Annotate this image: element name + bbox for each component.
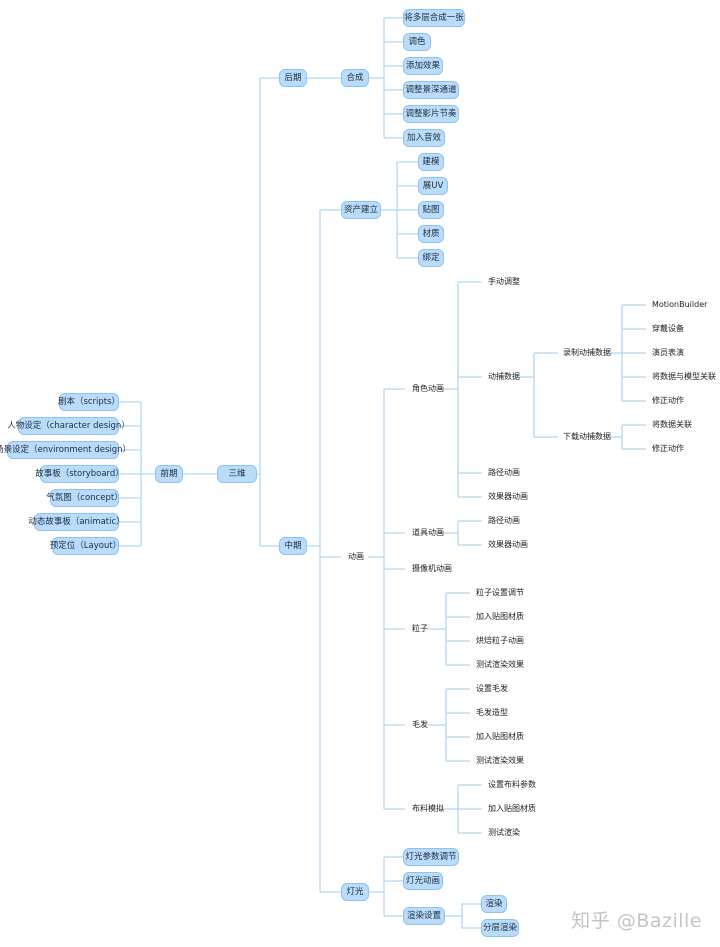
node-mocap-record-item: MotionBuilder — [652, 300, 708, 309]
node-render-item: 渲染 — [481, 895, 507, 913]
node-prop-anim: 道具动画 — [412, 528, 444, 537]
node-pre-item: 剧本（scripts） — [58, 393, 120, 411]
node-pre-item: 场景设定（environment design） — [0, 441, 131, 459]
node-mocap-record-item: 演员表演 — [652, 348, 684, 357]
node-cloth-item: 测试渲染 — [488, 828, 520, 837]
node-hair: 毛发 — [412, 720, 428, 729]
node-render-item: 分层渲染 — [481, 919, 519, 937]
node-mocap-record-item: 修正动作 — [652, 396, 684, 405]
node-assets-item: 贴图 — [418, 201, 444, 219]
node-character-anim: 角色动画 — [412, 384, 444, 393]
node-mocap-download: 下载动捕数据 — [563, 432, 611, 441]
watermark: 知乎 @Bazille — [571, 910, 702, 932]
node-particle-item: 测试渲染效果 — [476, 660, 524, 669]
node-hair-item: 加入贴图材质 — [476, 732, 524, 741]
node-particle-item: 烘焙粒子动画 — [476, 636, 524, 645]
node-assets-item: 展UV — [418, 177, 448, 195]
node-mocap-record-item: 将数据与模型关联 — [652, 372, 716, 381]
node-pre-item: 动态故事板（animatic） — [28, 513, 125, 531]
node-compose-item: 调色 — [403, 33, 431, 51]
node-cloth-item: 加入贴图材质 — [488, 804, 536, 813]
node-prop-item: 效果器动画 — [488, 540, 528, 549]
node-effector-anim: 效果器动画 — [488, 492, 528, 501]
node-compose-item: 调整景深通道 — [403, 81, 459, 99]
node-mid: 中期 — [279, 537, 307, 555]
node-pre: 前期 — [155, 465, 183, 483]
node-compose-item: 将多层合成一张 — [403, 9, 465, 27]
node-render-settings: 渲染设置 — [403, 907, 445, 925]
node-pre-item: 故事板（storyboard） — [35, 465, 124, 483]
node-pre-item: 预定位（Layout） — [50, 537, 121, 555]
node-lighting: 灯光 — [341, 883, 369, 901]
node-assets-item: 材质 — [418, 225, 444, 243]
node-compose: 合成 — [341, 69, 369, 87]
node-hair-item: 设置毛发 — [476, 684, 508, 693]
node-prop-item: 路径动画 — [488, 516, 520, 525]
node-particle-item: 粒子设置调节 — [476, 588, 524, 597]
node-cloth-item: 设置布料参数 — [488, 780, 536, 789]
node-compose-item: 添加效果 — [403, 57, 443, 75]
node-cloth: 布料模拟 — [412, 804, 444, 813]
node-manual-adjust: 手动调整 — [488, 277, 520, 286]
node-post: 后期 — [279, 69, 307, 87]
node-hair-item: 测试渲染效果 — [476, 756, 524, 765]
node-animation: 动画 — [348, 552, 364, 561]
node-pre-item: 气氛图（concept） — [46, 489, 123, 507]
node-light-anim: 灯光动画 — [403, 872, 443, 890]
node-assets-item: 建模 — [418, 153, 444, 171]
node-mocap-download-item: 将数据关联 — [652, 420, 692, 429]
node-compose-item: 调整影片节奏 — [403, 105, 459, 123]
node-mocap: 动捕数据 — [488, 372, 520, 381]
node-camera-anim: 摄像机动画 — [412, 564, 452, 573]
node-hair-item: 毛发造型 — [476, 708, 508, 717]
node-light-params: 灯光参数调节 — [403, 848, 459, 866]
node-pre-item: 人物设定（character design） — [7, 417, 130, 435]
node-particle: 粒子 — [412, 624, 428, 633]
node-assets: 资产建立 — [341, 201, 381, 219]
node-mocap-download-item: 修正动作 — [652, 444, 684, 453]
node-compose-item: 加入音效 — [403, 129, 445, 147]
node-assets-item: 绑定 — [418, 249, 444, 267]
node-root: 三维 — [217, 465, 257, 483]
node-mocap-record-item: 穿戴设备 — [652, 324, 684, 333]
node-particle-item: 加入贴图材质 — [476, 612, 524, 621]
node-path-anim: 路径动画 — [488, 468, 520, 477]
node-mocap-record: 录制动捕数据 — [563, 348, 611, 357]
